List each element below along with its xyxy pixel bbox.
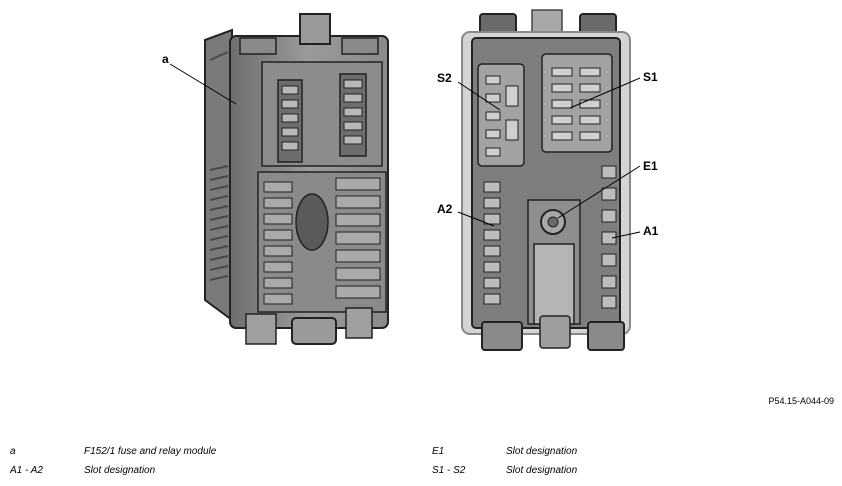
callout-a: a — [162, 52, 237, 105]
callout-a1-label: A1 — [643, 224, 659, 238]
callout-a2-label: A2 — [437, 202, 453, 216]
figure-id: P54.15-A044-09 — [768, 396, 834, 406]
legend-key-a1-a2: A1 - A2 — [10, 465, 43, 476]
legend-key-a: a — [10, 446, 16, 457]
legend-key-s1-s2: S1 - S2 — [432, 465, 466, 476]
callout-s2-label: S2 — [437, 71, 452, 85]
callout-e1: E1 — [557, 159, 658, 219]
legend-desc-a1-a2: Slot designation — [84, 465, 156, 476]
legend-key-e1: E1 — [432, 446, 445, 457]
callout-s1: S1 — [569, 70, 658, 109]
legend-desc-e1: Slot designation — [506, 446, 578, 457]
callout-s1-label: S1 — [643, 70, 658, 84]
callout-a-label: a — [162, 52, 169, 66]
legend-desc-a: F152/1 fuse and relay module — [84, 446, 217, 457]
fuse-relay-module-top-view — [461, 9, 631, 351]
legend-desc-s1-s2: Slot designation — [506, 465, 578, 476]
callout-e1-label: E1 — [643, 159, 658, 173]
callout-a1: A1 — [611, 224, 659, 239]
diagram-figure: a S2 S1 E1 A2 A1 — [162, 9, 659, 351]
fuse-relay-module-perspective — [204, 13, 389, 345]
callout-s2: S2 — [437, 71, 501, 111]
callout-a2: A2 — [437, 202, 495, 227]
